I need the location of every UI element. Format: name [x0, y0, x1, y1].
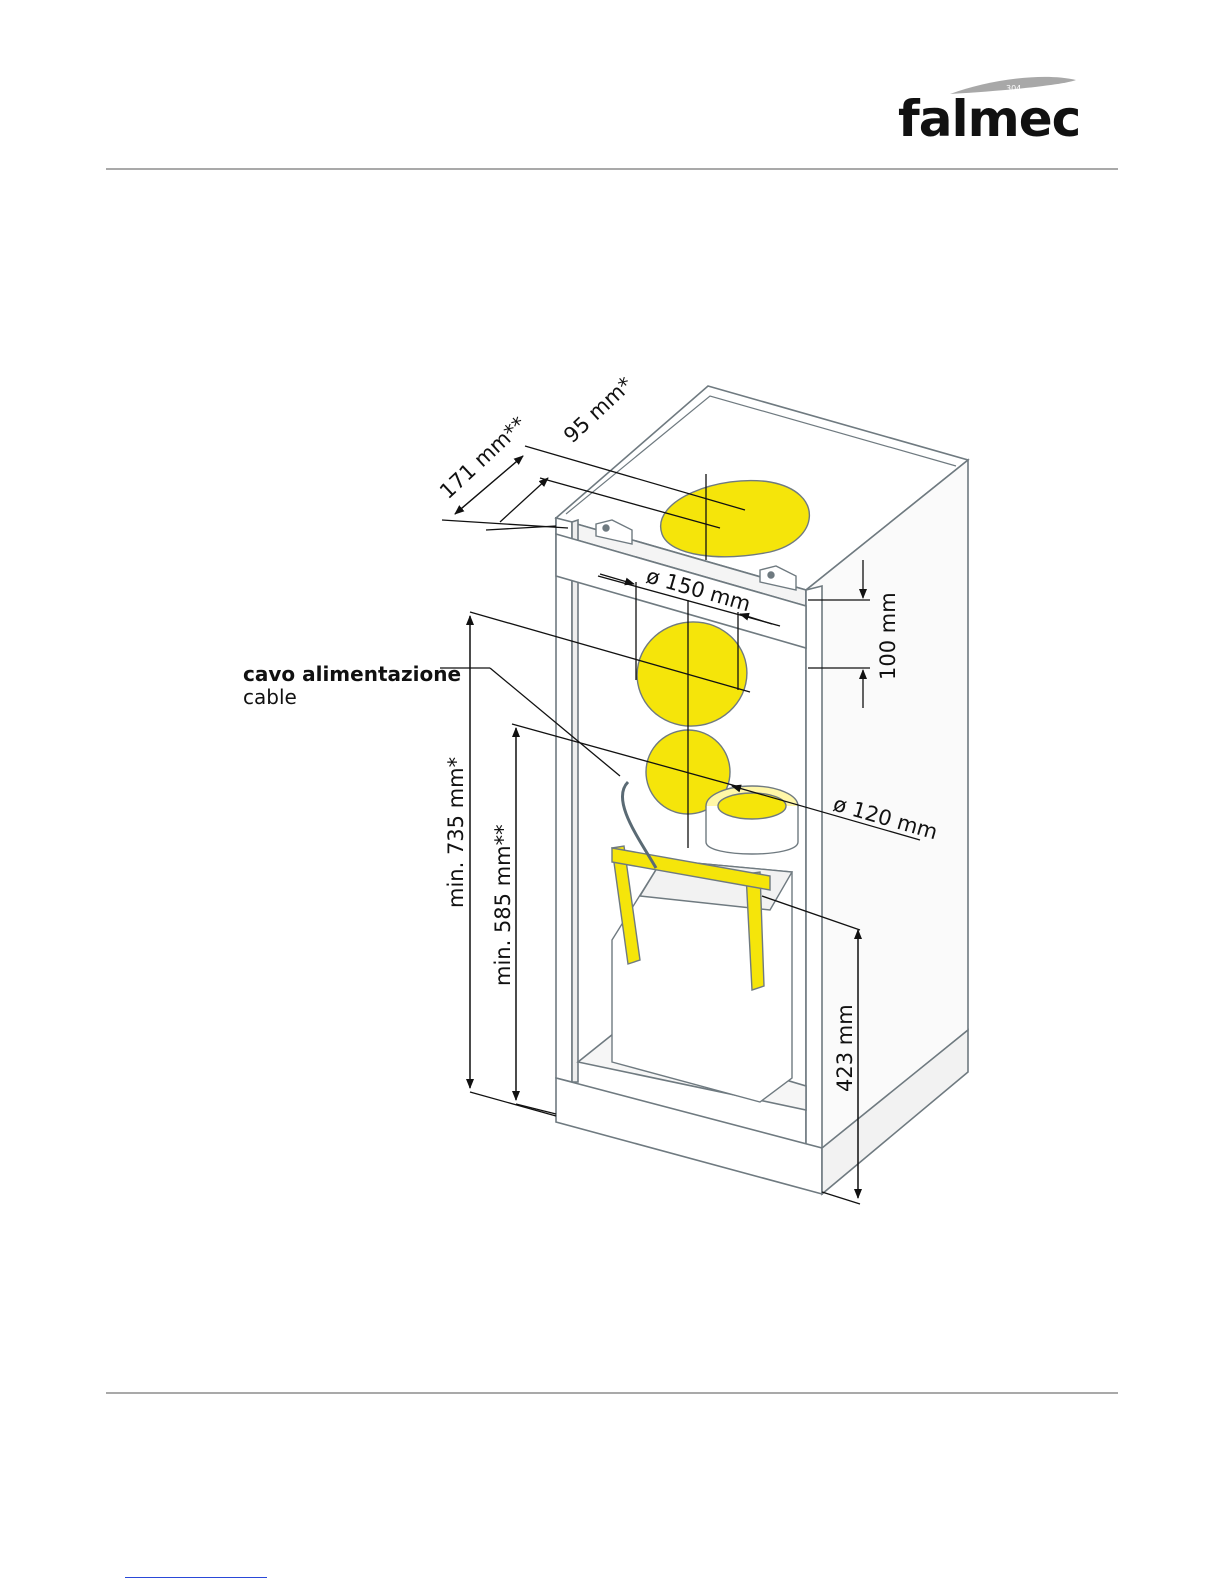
upper-duct-cutout	[629, 613, 755, 735]
cable-label-en: cable	[243, 686, 461, 709]
dim-585: min. 585 mm**	[491, 824, 515, 986]
dim-100: 100 mm	[876, 592, 900, 680]
cable-label-it: cavo alimentazione	[243, 663, 461, 686]
cabinet-left-post	[556, 518, 572, 1082]
dim-423: 423 mm	[833, 1004, 857, 1092]
cable-label: cavo alimentazione cable	[243, 663, 461, 709]
motor-unit	[612, 786, 798, 1102]
dim-95: 95 mm*	[559, 372, 637, 447]
dim-735: min. 735 mm*	[444, 757, 468, 908]
footer-link-underline[interactable]	[125, 1577, 267, 1578]
cabinet-right-post	[806, 586, 822, 1152]
